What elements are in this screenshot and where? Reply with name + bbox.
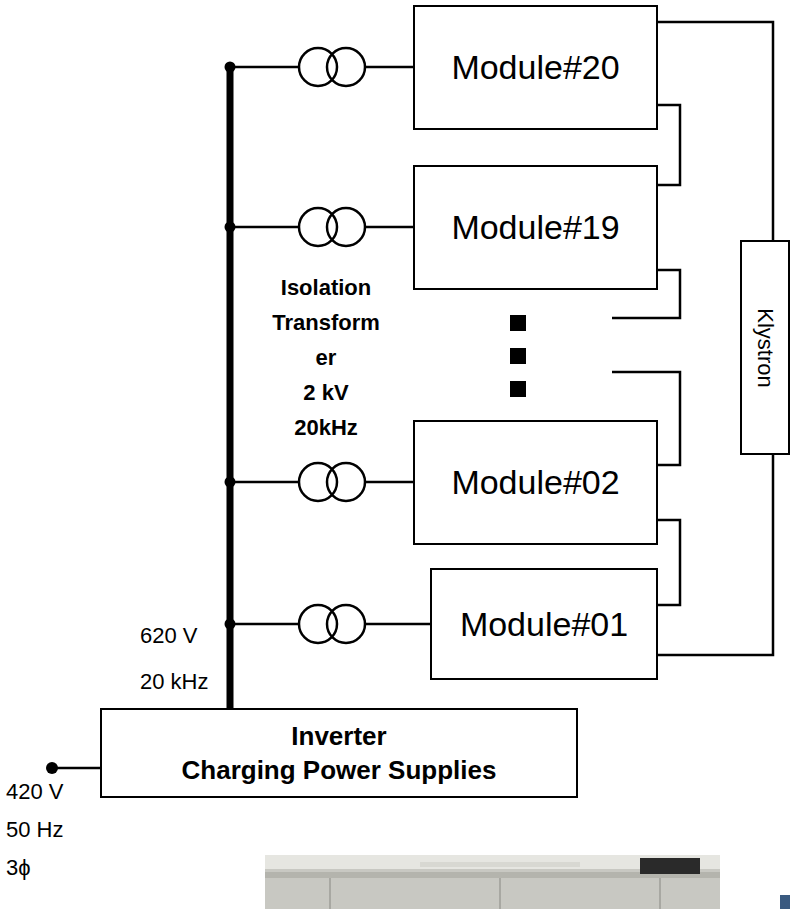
transformer-fill <box>327 208 365 246</box>
isolation-transformer-symbol <box>299 48 365 86</box>
wire-connector <box>658 22 773 240</box>
photo <box>265 855 720 909</box>
frequency-label: 20kHz <box>268 410 384 445</box>
transformer-label: Isolation Transformer <box>268 270 384 375</box>
rating-label: 2 kV <box>268 375 384 410</box>
transformer-coil <box>327 463 365 501</box>
transformer-coil <box>327 605 365 643</box>
module-box: Module#01 <box>430 568 658 680</box>
transformer-coil <box>327 48 365 86</box>
frequency-label: 20 kHz <box>140 664 208 699</box>
node-text: Module#20 <box>451 48 619 87</box>
wire-connector <box>658 520 680 605</box>
transformer-fill <box>327 605 365 643</box>
photo-plate <box>420 862 580 867</box>
isolation-transformer-symbol <box>299 463 365 501</box>
transformer-coil <box>327 208 365 246</box>
node-text: Charging Power Supplies <box>182 753 497 787</box>
module-box: Module#02 <box>413 420 658 545</box>
phase-label: 3ϕ <box>6 850 31 885</box>
node-text: Module#01 <box>460 605 628 644</box>
frequency-label: 50 Hz <box>6 812 63 847</box>
transformer-fill <box>327 463 365 501</box>
wire-connector <box>230 227 413 708</box>
photo-line <box>329 878 331 909</box>
wire-connector <box>658 455 773 655</box>
ellipsis-dot <box>510 315 526 331</box>
voltage-label: 420 V <box>6 774 64 809</box>
node-text: Inverter <box>291 719 386 753</box>
module-box: Module#19 <box>413 165 658 290</box>
wire-connector <box>230 67 413 708</box>
photo-fragment <box>780 895 790 909</box>
input-wire <box>52 767 100 770</box>
transformer-fill <box>327 48 365 86</box>
klystron-box: Klystron <box>740 240 790 455</box>
photo-line <box>659 878 661 909</box>
voltage-label: 620 V <box>140 618 198 653</box>
power-supply-box: InverterCharging Power Supplies <box>100 708 578 798</box>
module-box: Module#20 <box>413 5 658 130</box>
ellipsis-dot <box>510 348 526 364</box>
photo-line <box>499 878 501 909</box>
input-terminal <box>46 762 58 774</box>
isolation-transformer-symbol <box>299 605 365 643</box>
photo-ground <box>265 855 720 909</box>
wire-connector <box>658 105 680 185</box>
wire-connector <box>230 482 413 708</box>
isolation-transformer-symbol <box>299 208 365 246</box>
ellipsis-dot <box>510 381 526 397</box>
node-text: Module#02 <box>451 463 619 502</box>
photo-object <box>640 858 700 874</box>
node-text: Klystron <box>752 308 778 387</box>
node-text: Module#19 <box>451 208 619 247</box>
